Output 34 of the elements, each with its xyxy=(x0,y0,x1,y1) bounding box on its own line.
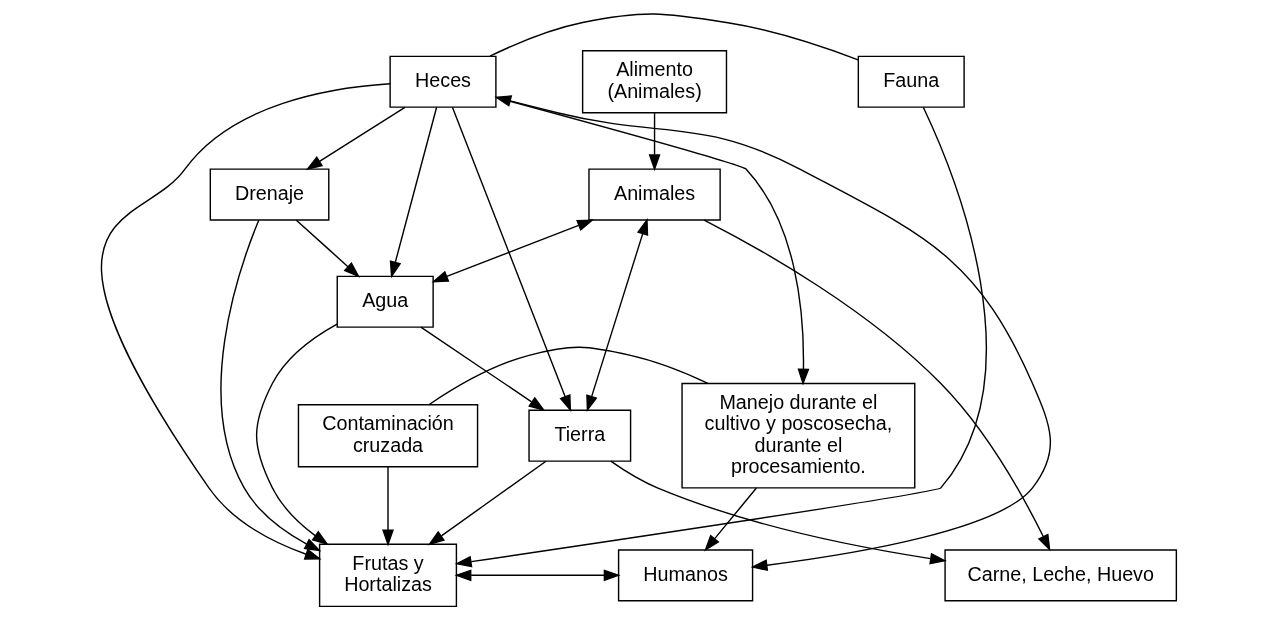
node-box: Tierra xyxy=(527,409,631,462)
node-box: Contaminación cruzada xyxy=(297,403,478,468)
node-box: Drenaje xyxy=(209,168,329,221)
connector xyxy=(428,346,709,406)
arrow xyxy=(305,106,406,171)
arrow xyxy=(454,106,987,568)
node-box: Humanos xyxy=(617,549,753,602)
arrow xyxy=(585,218,648,413)
node-box: Carne, Leche, Huevo xyxy=(943,549,1177,602)
arrow xyxy=(493,95,1051,572)
node-box: Heces xyxy=(388,55,497,108)
arrow xyxy=(703,219,1050,552)
arrow xyxy=(381,466,394,547)
arrow xyxy=(609,460,947,565)
node-box: Frutas y Hortalizas xyxy=(318,543,457,608)
arrow xyxy=(255,323,338,546)
arrow xyxy=(100,83,391,560)
arrow xyxy=(219,219,321,552)
connector xyxy=(488,13,859,61)
node-box: Agua xyxy=(336,275,434,328)
arrow xyxy=(427,460,547,546)
node-box: Manejo durante el cultivo y poscosecha, durante el procesamiento. xyxy=(680,382,915,489)
arrow xyxy=(495,96,809,386)
arrow xyxy=(451,106,571,412)
arrow xyxy=(431,219,594,283)
node-box: Animales xyxy=(587,168,721,221)
arrow xyxy=(453,569,621,582)
node-box: Alimento (Animales) xyxy=(581,50,727,114)
arrow xyxy=(648,112,660,172)
arrow xyxy=(295,219,360,278)
arrow xyxy=(703,487,757,552)
arrow xyxy=(419,326,545,412)
arrow xyxy=(389,106,437,279)
node-box: Fauna xyxy=(857,55,965,108)
